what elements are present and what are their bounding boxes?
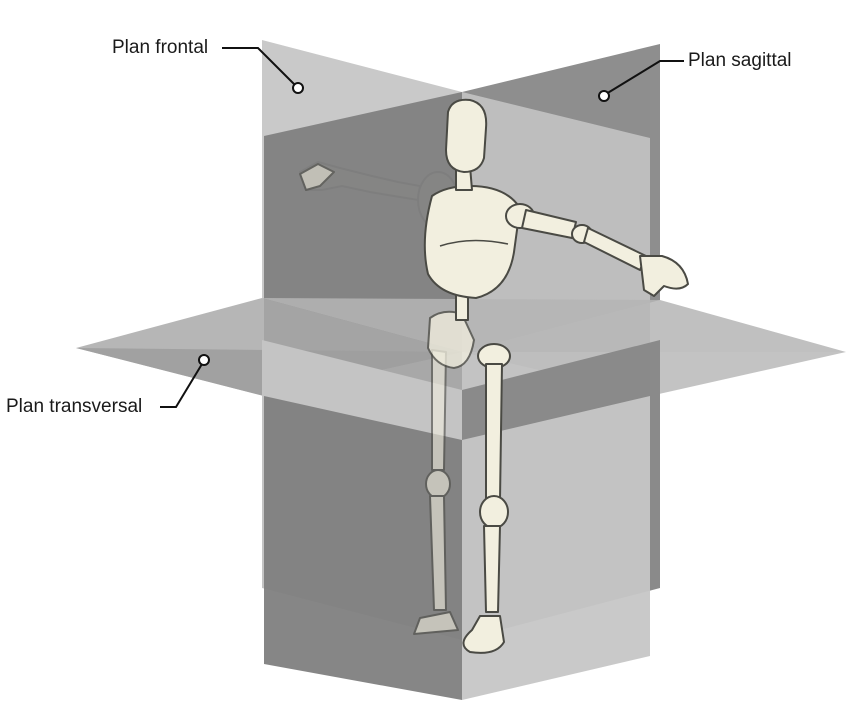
label-transversal-text: Plan transversal — [6, 396, 142, 417]
label-sagittal-text: Plan sagittal — [688, 50, 792, 71]
head — [446, 100, 486, 172]
marker-transversal — [199, 355, 209, 365]
marker-sagittal — [599, 91, 609, 101]
marker-frontal — [293, 83, 303, 93]
label-frontal-text: Plan frontal — [112, 37, 208, 58]
